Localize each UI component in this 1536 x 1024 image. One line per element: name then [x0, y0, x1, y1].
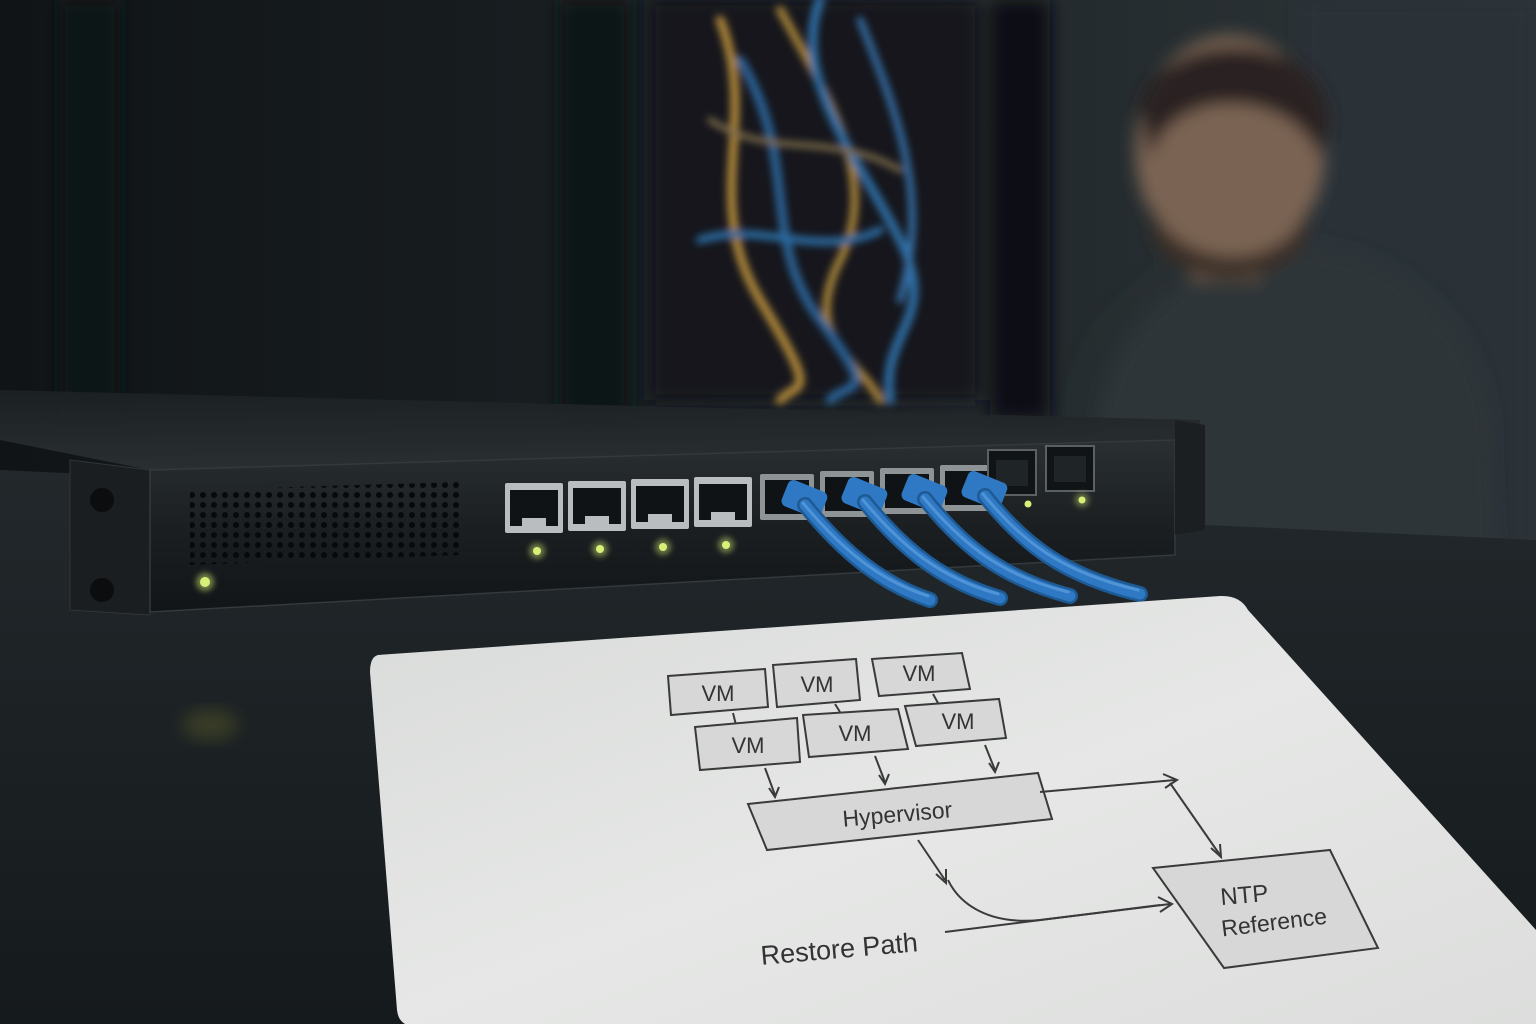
ethernet-port [631, 479, 689, 555]
vent-grille [190, 482, 460, 565]
rack-ear-right [1175, 420, 1205, 535]
ethernet-port [505, 483, 563, 559]
ethernet-cable [841, 477, 1008, 606]
vm-box: VM [903, 697, 1008, 748]
ntp-label: NTP [1219, 880, 1269, 911]
vm-label: VM [942, 709, 975, 734]
paper-sheet: VM VM VM VM VM [370, 595, 1536, 1024]
vm-label: VM [839, 721, 872, 746]
architecture-diagram: VM VM VM VM VM [666, 651, 1380, 971]
vm-label: VM [801, 672, 834, 697]
ethernet-port [568, 481, 626, 557]
ethernet-cable [781, 480, 938, 608]
rack-ear-left [69, 459, 151, 616]
network-switch [0, 390, 1205, 616]
vm-box: VM [666, 667, 770, 717]
ethernet-cable [961, 471, 1148, 602]
vm-box: VM [801, 707, 910, 759]
vm-label: VM [732, 733, 765, 758]
ethernet-cables [781, 471, 1148, 608]
rack-cables [696, 0, 919, 405]
hypervisor-box: Hypervisor [746, 771, 1054, 852]
vm-label: VM [702, 681, 735, 706]
vm-box: VM [693, 716, 802, 772]
vm-label: VM [903, 661, 936, 686]
ethernet-ports-left [505, 477, 752, 559]
ethernet-cable [901, 474, 1078, 604]
ntp-reference-box: NTP Reference [1151, 848, 1380, 970]
ethernet-port [694, 477, 752, 553]
vm-box: VM [870, 651, 972, 698]
vm-box: VM [771, 657, 862, 709]
